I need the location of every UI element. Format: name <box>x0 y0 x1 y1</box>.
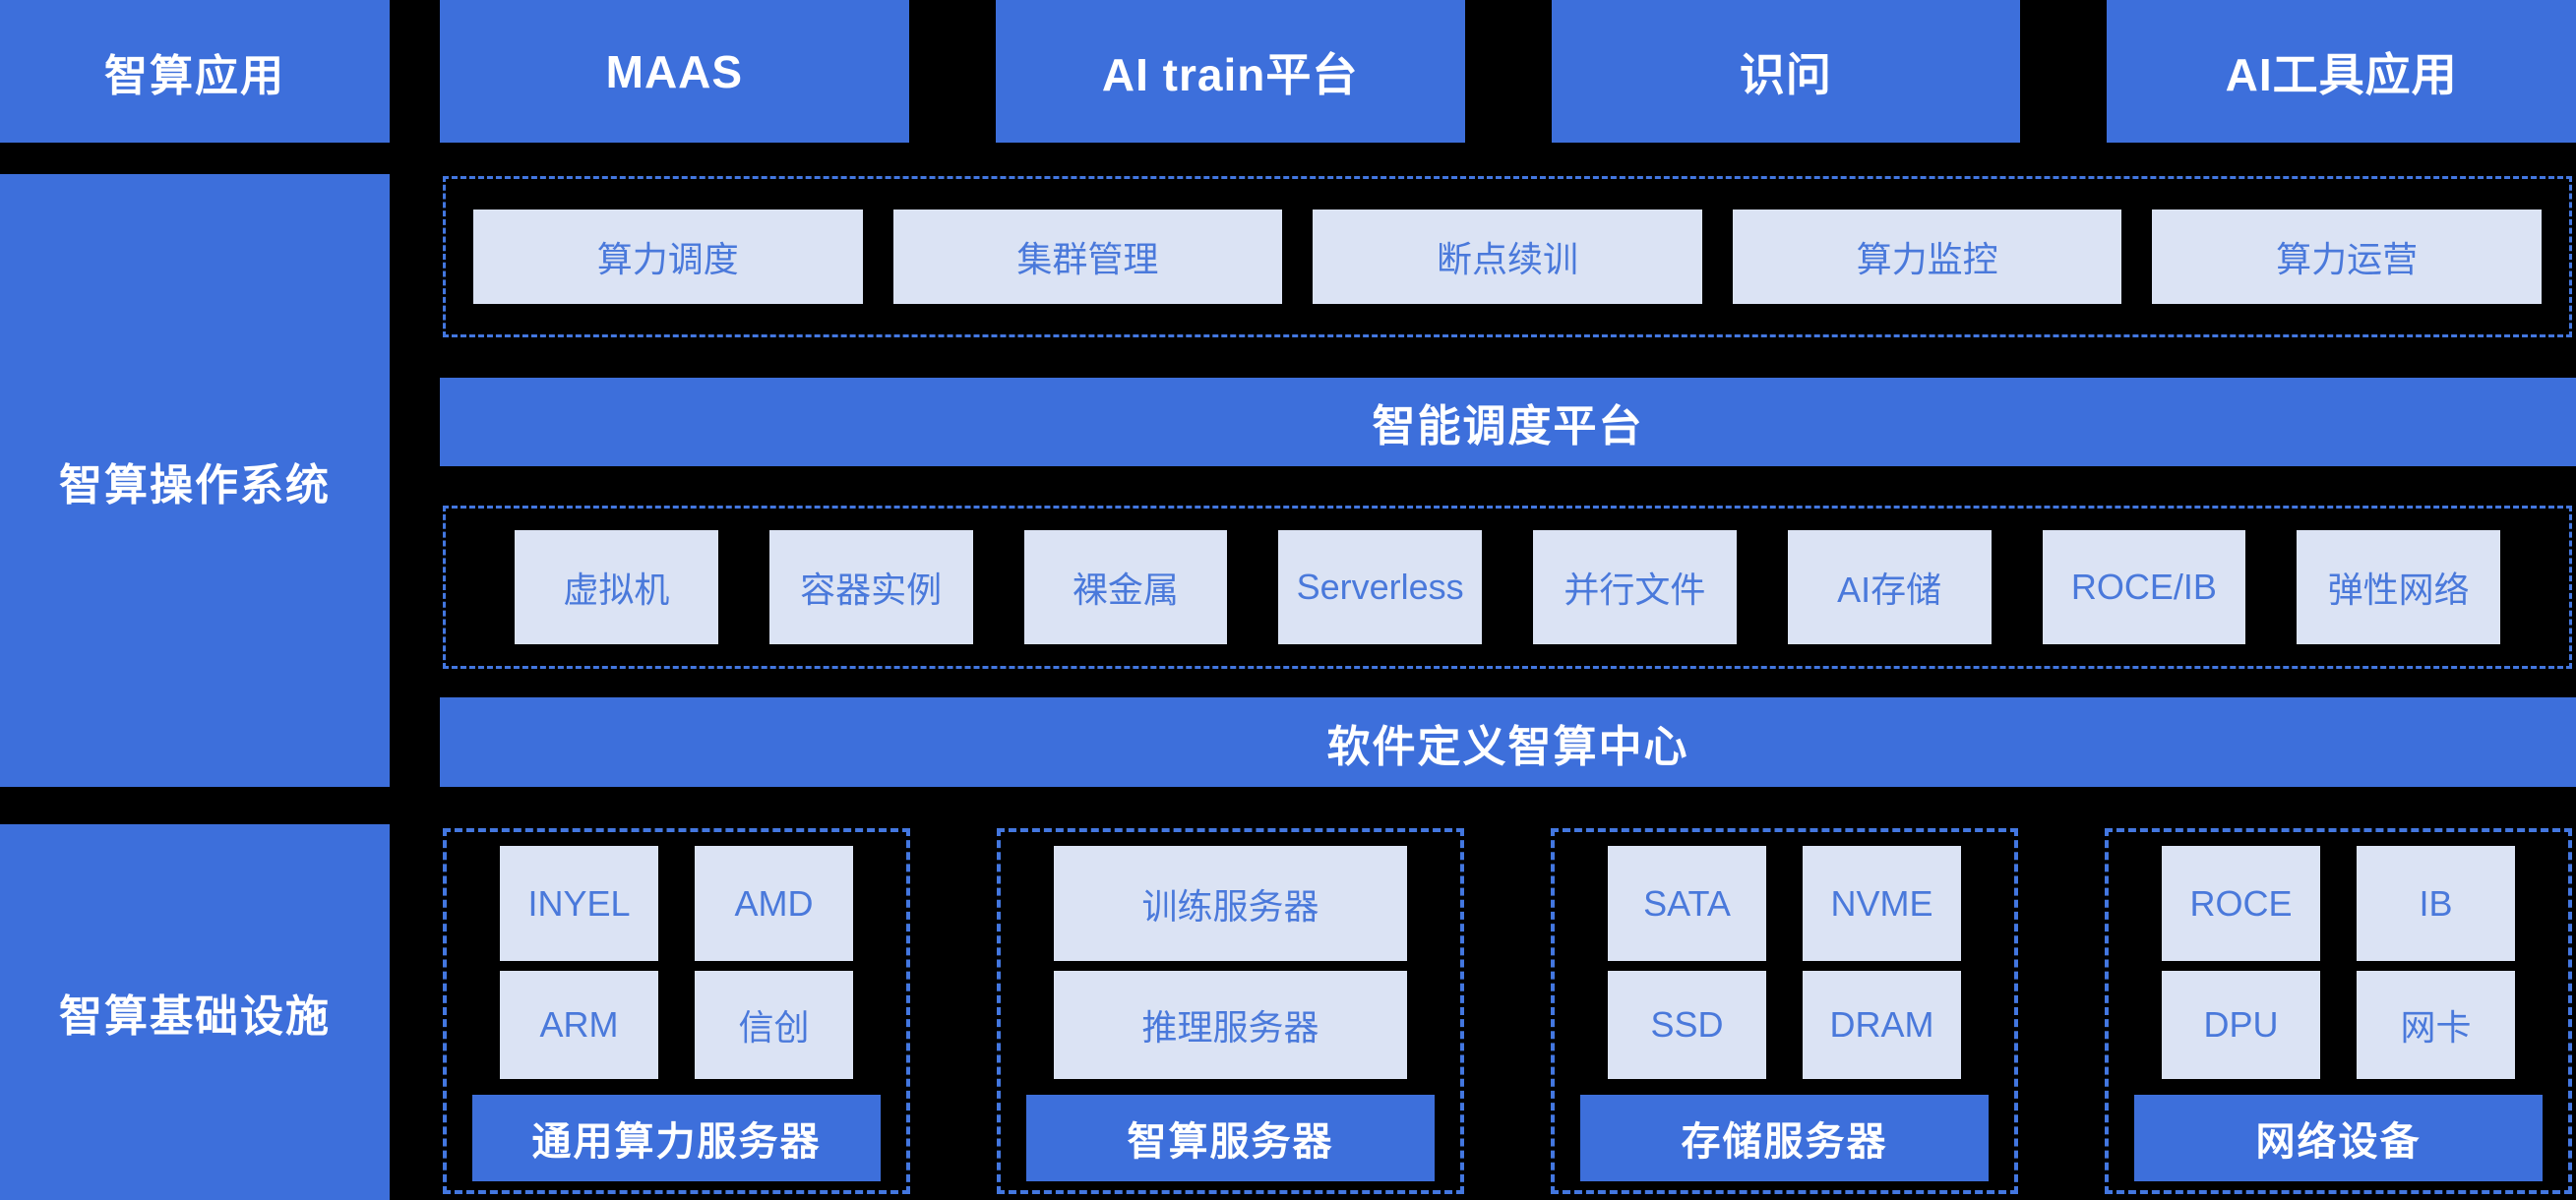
application-row: MAAS AI train平台 识问 AI工具应用 <box>440 0 2576 143</box>
chip-roce: ROCE <box>2162 846 2320 961</box>
chip-inference-server: 推理服务器 <box>1054 971 1407 1079</box>
resource-group: 虚拟机 容器实例 裸金属 Serverless 并行文件 AI存储 ROCE/I… <box>443 506 2572 669</box>
section-label-infrastructure: 智算基础设施 <box>0 824 390 1200</box>
chip-training-server: 训练服务器 <box>1054 846 1407 961</box>
chip-amd: AMD <box>695 846 853 961</box>
chip-checkpoint-resume: 断点续训 <box>1313 210 1702 304</box>
chip-row: SATA NVME <box>1555 846 2014 961</box>
group-general-compute-server: INYEL AMD ARM 信创 通用算力服务器 <box>443 828 910 1194</box>
chip-container-instance: 容器实例 <box>768 530 973 644</box>
app-box-ai-train-platform: AI train平台 <box>995 0 1465 143</box>
chip-dpu: DPU <box>2162 971 2320 1079</box>
chip-row: ROCE IB <box>2109 846 2568 961</box>
chip-elastic-network: 弹性网络 <box>2297 530 2500 644</box>
chip-nvme: NVME <box>1803 846 1961 961</box>
app-box-shiwen: 识问 <box>1551 0 2021 143</box>
diagram-content: MAAS AI train平台 识问 AI工具应用 算力调度 集群管理 断点续训… <box>440 0 2576 1200</box>
section-label-applications: 智算应用 <box>0 0 390 143</box>
section-label-infrastructure-text: 智算基础设施 <box>59 992 331 1041</box>
chip-compute-operation: 算力运营 <box>2152 210 2542 304</box>
chip-row: 推理服务器 <box>1001 971 1460 1079</box>
section-label-applications-text: 智算应用 <box>104 51 285 100</box>
chip-roce-ib: ROCE/IB <box>2042 530 2246 644</box>
bar-network-device: 网络设备 <box>2134 1095 2543 1181</box>
chip-cluster-management: 集群管理 <box>892 210 1283 304</box>
chip-parallel-file: 并行文件 <box>1533 530 1737 644</box>
chip-row: DPU 网卡 <box>2109 971 2568 1079</box>
chip-ssd: SSD <box>1608 971 1766 1079</box>
chip-ai-storage: AI存储 <box>1787 530 1992 644</box>
bar-ai-compute-server: 智算服务器 <box>1026 1095 1435 1181</box>
group-network-device: ROCE IB DPU 网卡 网络设备 <box>2105 828 2572 1194</box>
app-box-maas: MAAS <box>440 0 909 143</box>
bar-general-compute-server: 通用算力服务器 <box>472 1095 881 1181</box>
app-box-ai-tools: AI工具应用 <box>2107 0 2576 143</box>
infrastructure-row: INYEL AMD ARM 信创 通用算力服务器 训练服务器 推理服务器 智算服… <box>443 828 2572 1194</box>
section-label-os-text: 智算操作系统 <box>59 460 331 510</box>
chip-xinchuang: 信创 <box>695 971 853 1079</box>
chip-row: SSD DRAM <box>1555 971 2014 1079</box>
chip-dram: DRAM <box>1803 971 1961 1079</box>
chip-row: 训练服务器 <box>1001 846 1460 961</box>
group-ai-compute-server: 训练服务器 推理服务器 智算服务器 <box>997 828 1464 1194</box>
chip-virtual-machine: 虚拟机 <box>515 530 718 644</box>
chip-compute-monitoring: 算力监控 <box>1732 210 2122 304</box>
chip-ib: IB <box>2357 846 2515 961</box>
bar-storage-server: 存储服务器 <box>1580 1095 1989 1181</box>
chip-inyel: INYEL <box>500 846 658 961</box>
compute-operations-group: 算力调度 集群管理 断点续训 算力监控 算力运营 <box>443 176 2572 337</box>
chip-compute-scheduling: 算力调度 <box>473 210 863 304</box>
chip-bare-metal: 裸金属 <box>1023 530 1228 644</box>
chip-serverless: Serverless <box>1278 530 1482 644</box>
section-label-os: 智算操作系统 <box>0 174 390 787</box>
chip-sata: SATA <box>1608 846 1766 961</box>
bar-software-defined-aidc: 软件定义智算中心 <box>440 697 2576 787</box>
chip-row: ARM 信创 <box>447 971 906 1079</box>
chip-row: INYEL AMD <box>447 846 906 961</box>
chip-nic: 网卡 <box>2357 971 2515 1079</box>
chip-arm: ARM <box>500 971 658 1079</box>
group-storage-server: SATA NVME SSD DRAM 存储服务器 <box>1551 828 2018 1194</box>
bar-intelligent-scheduling-platform: 智能调度平台 <box>440 378 2576 466</box>
